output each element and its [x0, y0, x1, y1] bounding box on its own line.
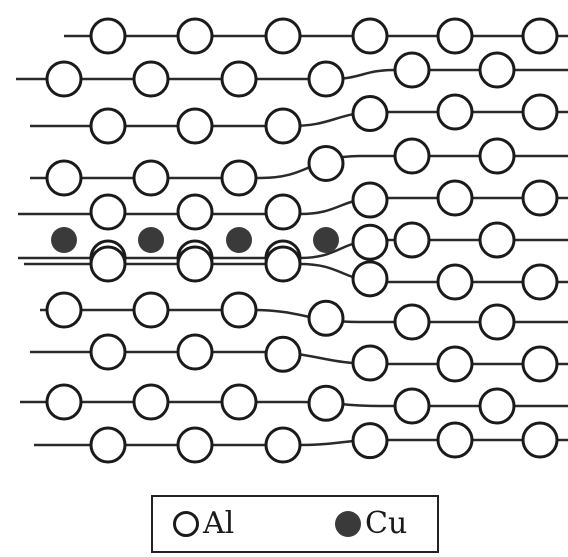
al-atom: [353, 19, 387, 53]
al-atom: [353, 262, 387, 296]
al-atom: [222, 161, 256, 195]
al-atom: [178, 109, 212, 143]
al-atom: [480, 305, 514, 339]
al-atom: [523, 19, 557, 53]
cu-atom: [51, 227, 77, 253]
al-atom: [91, 335, 125, 369]
filled-circle-icon: [335, 511, 361, 537]
al-atom: [309, 146, 343, 180]
al-atom: [438, 95, 472, 129]
cu-atom: [313, 227, 339, 253]
al-atom: [395, 223, 429, 257]
al-atom: [47, 62, 81, 96]
al-atom: [523, 95, 557, 129]
al-atom: [134, 62, 168, 96]
al-atom: [480, 223, 514, 257]
al-atom: [266, 247, 300, 281]
al-atom: [178, 247, 212, 281]
al-atom: [438, 265, 472, 299]
al-atom: [438, 423, 472, 457]
al-atom: [178, 335, 212, 369]
al-atom: [480, 53, 514, 87]
al-atom: [309, 301, 343, 335]
al-atom: [353, 183, 387, 217]
al-atom: [134, 385, 168, 419]
al-atom: [91, 247, 125, 281]
atomic-lattice-diagram: [0, 0, 568, 490]
al-atom: [523, 423, 557, 457]
al-atom: [47, 293, 81, 327]
al-atom: [134, 161, 168, 195]
al-atom: [523, 347, 557, 381]
al-atom: [309, 62, 343, 96]
al-atom: [438, 181, 472, 215]
al-atom: [523, 181, 557, 215]
al-atom: [395, 53, 429, 87]
al-atom: [91, 109, 125, 143]
al-atom: [395, 139, 429, 173]
al-atom: [266, 109, 300, 143]
al-atom: [222, 293, 256, 327]
al-atom: [438, 19, 472, 53]
al-atom: [222, 385, 256, 419]
al-atom: [178, 195, 212, 229]
al-atom: [309, 386, 343, 420]
al-atom: [134, 293, 168, 327]
al-atom: [353, 225, 387, 259]
al-atom: [480, 389, 514, 423]
al-atom: [480, 139, 514, 173]
cu-atom: [138, 227, 164, 253]
open-circle-icon: [173, 511, 199, 537]
al-atom: [395, 389, 429, 423]
al-atom: [395, 305, 429, 339]
al-atom: [222, 62, 256, 96]
legend-label-cu: Cu: [365, 506, 407, 542]
al-atom: [438, 347, 472, 381]
al-atom: [353, 97, 387, 131]
al-atom: [178, 19, 212, 53]
al-atom: [91, 428, 125, 462]
al-atom: [266, 195, 300, 229]
al-atom: [91, 19, 125, 53]
legend-label-al: Al: [203, 506, 234, 542]
al-atom: [266, 428, 300, 462]
al-atom: [523, 265, 557, 299]
al-atom: [47, 161, 81, 195]
al-atom: [353, 346, 387, 380]
al-atom: [47, 385, 81, 419]
al-atom: [91, 195, 125, 229]
al-atom: [266, 337, 300, 371]
cu-atom: [226, 227, 252, 253]
al-atom: [178, 428, 212, 462]
al-atom: [266, 19, 300, 53]
al-atom: [353, 424, 387, 458]
legend-box: Al Cu: [151, 495, 439, 553]
